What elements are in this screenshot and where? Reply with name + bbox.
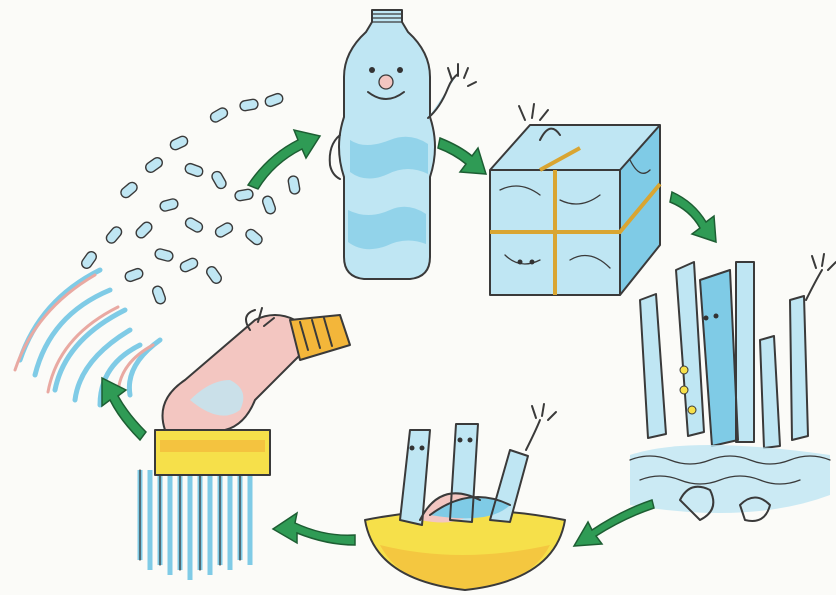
arrow-bale-to-strips (670, 192, 716, 242)
arrow-pot-to-extruder (273, 513, 355, 545)
compressed-bale (490, 104, 660, 295)
shredded-strips (630, 254, 836, 521)
arrow-pellets-to-bottle (248, 130, 320, 189)
arrow-strips-to-pot (574, 500, 654, 546)
arrow-extruder-to-pellets (102, 378, 146, 440)
arrow-bottle-to-bale (438, 138, 486, 174)
melting-pot (365, 404, 565, 590)
